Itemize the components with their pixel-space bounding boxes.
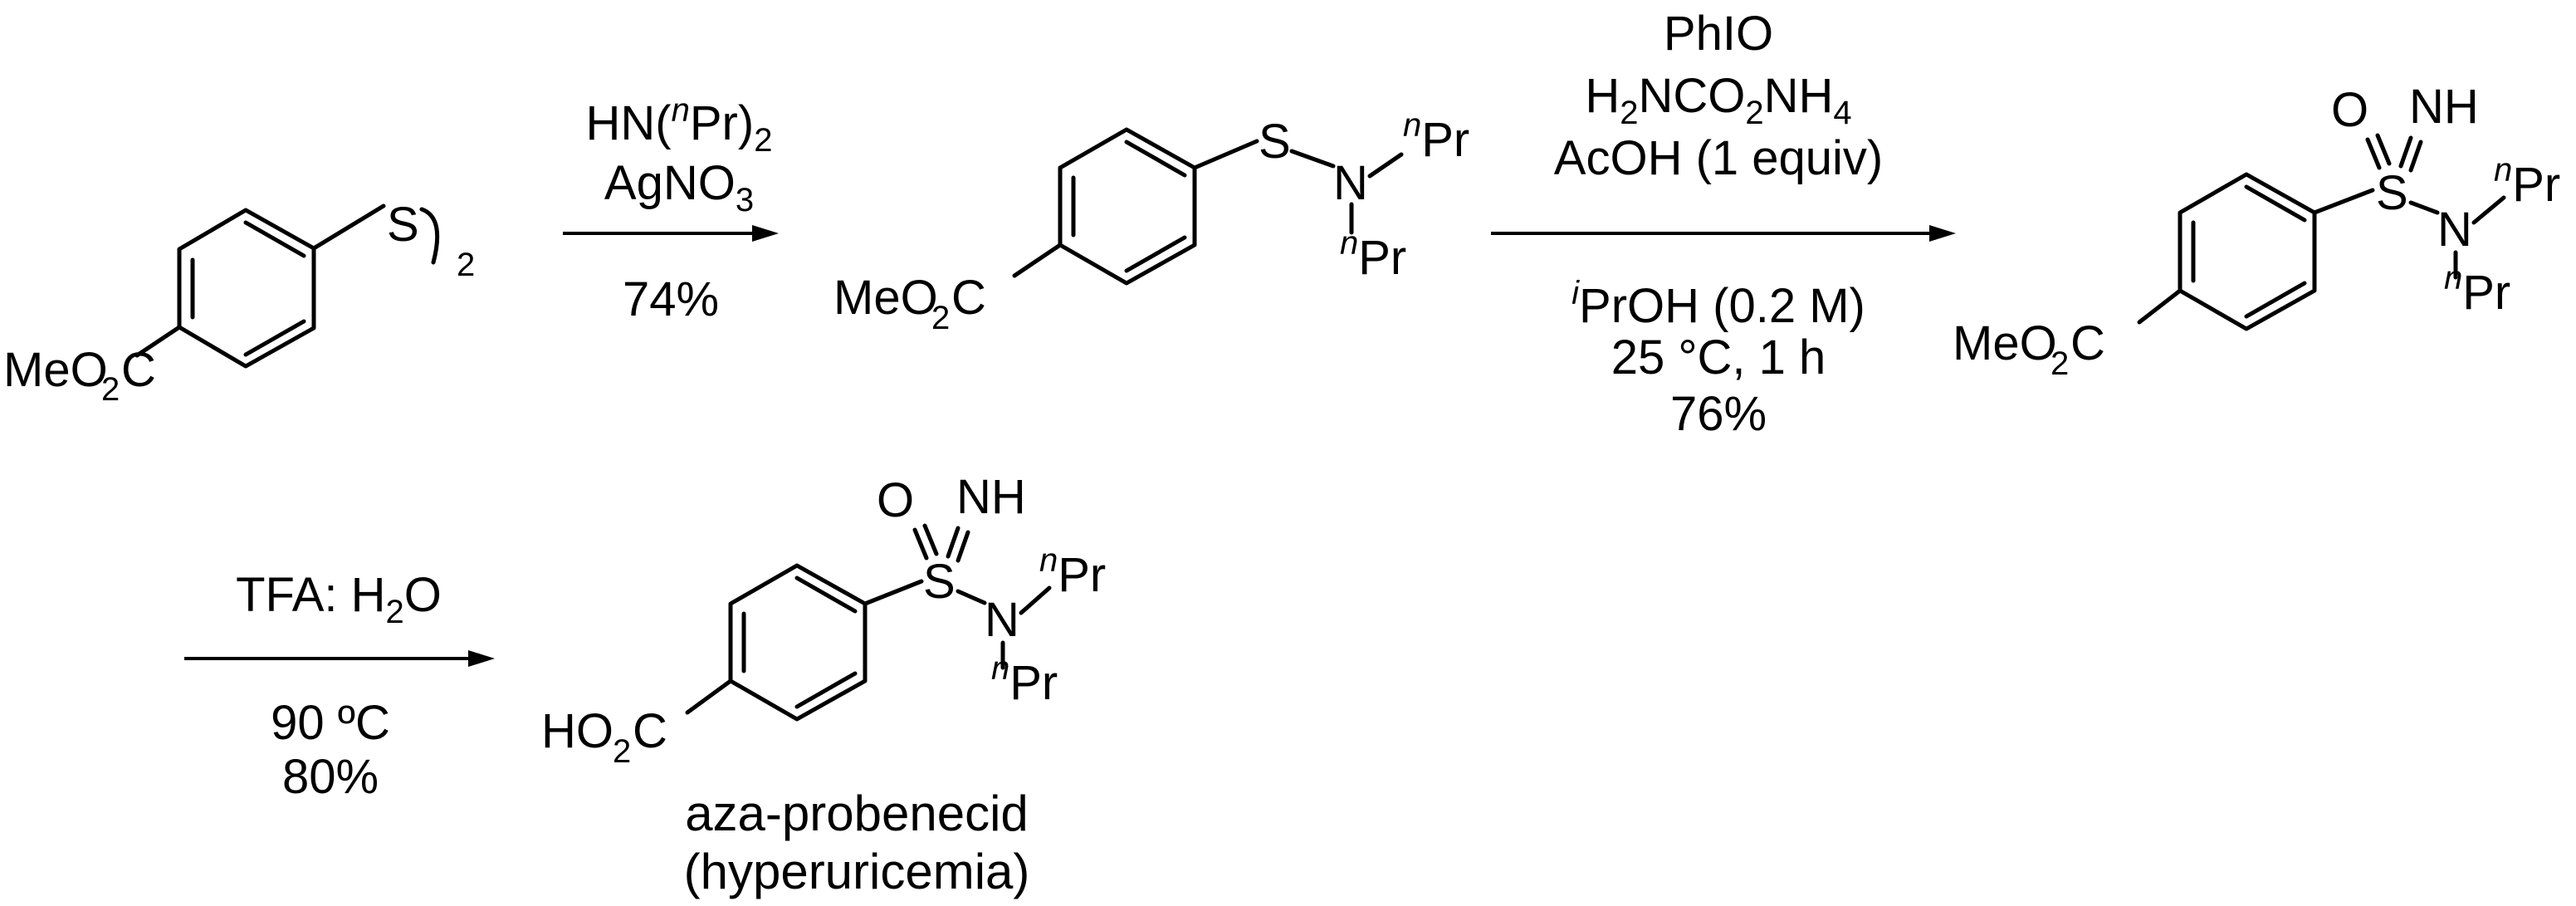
propyl-label: nPr — [1403, 107, 1469, 167]
reagent-acetic-acid: AcOH (1 equiv) — [1554, 131, 1883, 185]
imine-label: NH — [956, 470, 1026, 524]
svg-text:C: C — [2070, 316, 2105, 370]
nitrogen-label: N — [1333, 156, 1368, 210]
benzene-ring — [2178, 172, 2317, 331]
step2-yield: 76% — [1670, 387, 1767, 441]
svg-text:MeO: MeO — [3, 343, 108, 397]
disulfide-bracket — [419, 207, 440, 265]
svg-text:MeO: MeO — [1953, 316, 2057, 370]
oxygen-label: O — [2331, 83, 2368, 137]
sulfur-label: S — [2376, 166, 2408, 220]
compound-sulfenamide: S N nPr nPr MeO 2 C — [833, 107, 1469, 336]
step2-conditions: PhIO H2NCO2NH4 AcOH (1 equiv) iPrOH (0.2… — [1554, 7, 1883, 441]
reaction-arrow-3 — [184, 650, 495, 667]
disulfide-subscript: 2 — [457, 247, 475, 283]
benzene-ring — [728, 563, 868, 722]
step2-solvent: iPrOH (0.2 M) — [1572, 275, 1865, 333]
compound-aza-probenecid: S O NH N nPr nPr HO 2 C aza-probenecid (… — [541, 470, 1106, 899]
svg-text:C: C — [951, 271, 986, 325]
nitrogen-label: N — [2437, 203, 2472, 257]
svg-text:C: C — [633, 704, 667, 758]
sulfur-label: S — [1259, 115, 1291, 169]
nitrogen-label: N — [985, 593, 1019, 647]
step1-conditions: HN(nPr)2 AgNO3 74% — [586, 92, 773, 326]
propyl-label: nPr — [2494, 152, 2560, 212]
reagent-tfa-water: TFA: H2O — [236, 568, 442, 630]
ester-label: MeO 2 C — [1953, 316, 2105, 382]
reaction-arrow-2 — [1491, 225, 1956, 242]
imine-label: NH — [2409, 80, 2479, 134]
reagent-ammonium-carbamate: H2NCO2NH4 — [1585, 69, 1851, 131]
svg-text:2: 2 — [613, 733, 631, 770]
svg-text:C: C — [121, 343, 156, 397]
svg-text:2: 2 — [101, 371, 120, 408]
product-name: aza-probenecid — [685, 786, 1029, 841]
reaction-arrow-1 — [563, 225, 779, 242]
ester-label: MeO 2 C — [3, 343, 156, 408]
svg-text:MeO: MeO — [833, 271, 938, 325]
propyl-label: nPr — [2444, 260, 2510, 320]
benzene-ring — [1058, 127, 1197, 286]
propyl-label: nPr — [1039, 542, 1106, 602]
acid-label: HO 2 C — [541, 704, 667, 770]
step3-conditions: TFA: H2O 90 ºC 80% — [236, 568, 442, 804]
svg-text:2: 2 — [931, 300, 950, 336]
step3-yield: 80% — [282, 750, 379, 804]
step1-yield: 74% — [623, 272, 719, 326]
sulfur-label: S — [923, 555, 956, 609]
propyl-label: nPr — [1340, 225, 1406, 285]
product-indication: (hyperuricemia) — [684, 844, 1030, 899]
step3-temperature: 90 ºC — [271, 696, 390, 750]
sulfur-label: S — [387, 198, 419, 252]
compound-sulfonimidamide-ester: S O NH N nPr nPr MeO 2 C — [1953, 80, 2560, 382]
svg-text:HO: HO — [541, 704, 613, 758]
step2-temperature-time: 25 °C, 1 h — [1611, 331, 1826, 384]
reagent-silver-nitrate: AgNO3 — [604, 156, 754, 218]
reagent-phio: PhIO — [1664, 7, 1773, 61]
reagent-dipropylamine: HN(nPr)2 — [586, 92, 773, 159]
benzene-ring — [177, 208, 316, 369]
ester-label: MeO 2 C — [833, 271, 986, 336]
bond-ring-sulfur — [311, 203, 386, 251]
compound-disulfide: S 2 MeO 2 C — [3, 198, 475, 408]
oxygen-label: O — [877, 473, 914, 527]
bond-ring-ester — [134, 325, 182, 358]
propyl-label: nPr — [991, 650, 1058, 710]
svg-text:2: 2 — [2051, 345, 2069, 382]
